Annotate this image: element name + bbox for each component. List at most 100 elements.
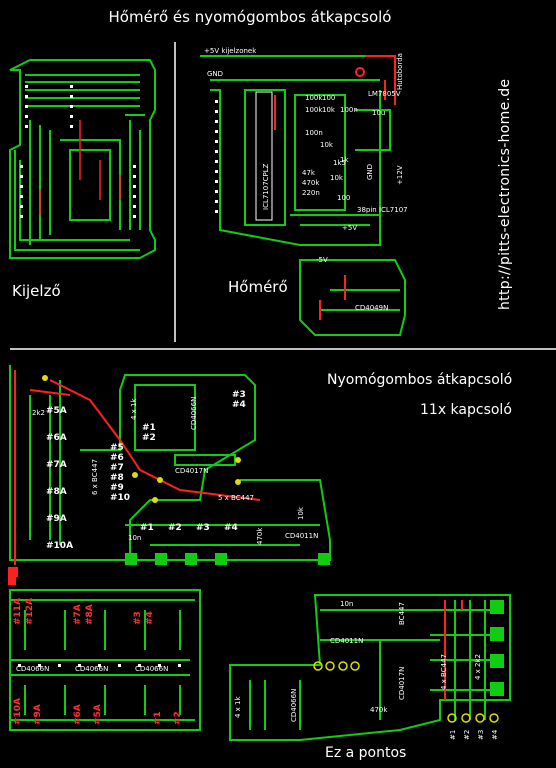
nyomo-red [14,370,261,565]
bc447b-label: 5 x BC447 [218,494,254,502]
pontos-r470k: 470k [370,706,388,714]
lower-chip-2: CD4066N [135,665,168,673]
lower-bot-0: #10A [13,698,23,725]
lower-bot-3: #5A [93,704,103,725]
part-2: 10k [322,106,336,114]
r10k-label: 10k [297,506,305,520]
part-9: 10k [330,174,344,182]
kijelzo-red-jumpers [39,120,121,215]
homero-label: Hőmérő [228,278,288,296]
pontos-key-2: #3 [477,730,485,740]
gnd-label: GND [207,70,223,78]
ch-b-0: #5 [110,443,124,453]
lower-top-4: #3 [133,611,143,625]
key-4-top: #4 [232,400,246,410]
chip-label: ICL7107CPLZ [262,163,270,210]
c10n-label: 10n [128,534,141,542]
nyomo-green-pads [8,553,330,577]
lower-top-1: #12A [25,598,35,625]
gnd2-label: GND [366,164,374,180]
part-8: 220n [302,189,320,197]
kapcsolo-label: 11x kapcsoló [420,402,512,418]
icl7107-chip [255,91,273,221]
nyomo-label: Nyomógombos átkapcsoló [327,372,513,388]
page-title: Hőmérő és nyomógombos átkapcsoló [108,8,392,26]
ch-a-4: #9A [46,514,67,524]
part-6: 47k [302,169,316,177]
pontos-key-0: #1 [449,730,457,740]
lower-bot-4: #1 [153,711,163,725]
key-1-top: #1 [142,423,156,433]
bc447a-label: 6 x BC447 [91,459,99,495]
vcc-label: +5V kijelzonek [204,47,257,55]
pontos-green-pads [490,600,504,696]
key-0: #1 [140,523,154,533]
kijelzo-board [9,59,156,259]
pontos-bc447x4: 4 x BC447 [440,654,448,690]
homero-board [200,55,406,336]
ch-a-3: #8A [46,487,67,497]
cd4017-n-label: CD4017N [175,467,208,475]
lower-bot-5: #2 [173,711,183,725]
pontos-key-3: #4 [491,729,499,740]
icl-small-label: 38pin ICL7107 [357,206,408,214]
cd4049-label: CD4049N [355,304,388,312]
lower-top-5: #4 [145,611,155,625]
reg-label: LM7805V [368,90,401,98]
lower-bot-1: #9A [33,704,43,725]
pontos-cd4011: CD4011N [330,637,363,645]
lower-pads [18,664,181,667]
lower-top-2: #7A [73,604,83,625]
ch-a-0: #5A [46,406,67,416]
r2k2-label: 2k2 [32,409,45,417]
ch-b-3: #8 [110,473,124,483]
ch-b-2: #7 [110,463,124,473]
pontos-bc447: BC447 [398,602,406,625]
part-12: 1k5 [333,159,346,167]
pontos-r4x2k2: 4 x 2k2 [474,654,482,680]
part-14: 100 [337,194,350,202]
homero-pads [215,100,218,213]
part-7: 470k [302,179,320,187]
key-2: #3 [196,523,210,533]
lower-top-3: #8A [85,604,95,625]
ch-a-2: #7A [46,460,67,470]
lower-bot-2: #6A [73,704,83,725]
key-3-top: #3 [232,390,246,400]
part-5: 100n [340,106,358,114]
nyomo-yellow [42,375,241,503]
ch-b-5: #10 [110,493,130,503]
key-2-top: #2 [142,433,156,443]
cd4066-n-label: CD4066N [190,397,198,430]
lower-chip-1: CD4066N [75,665,108,673]
kijelzo-label: Kijelző [12,282,61,300]
pontos-cd4017: CD4017N [398,667,406,700]
key-1: #2 [168,523,182,533]
ch-b-1: #6 [110,453,124,463]
part-13: 10k [320,141,334,149]
part-0: 100k [305,94,323,102]
ch-b-4: #9 [110,483,124,493]
part-10: 1k [340,156,349,164]
r470k-label: 470k [256,527,264,545]
v12-label: +12V [396,165,404,185]
pontos-cd4066: CD4066N [290,689,298,722]
lower-board [9,589,201,731]
kijelzo-pads [20,85,136,218]
lower-chip-0: CD4066N [16,665,49,673]
lower-red [8,575,16,585]
pontos-c10n: 10n [340,600,353,608]
pontos-r4x1k: 4 x 1k [234,696,242,719]
ch-a-5: #10A [46,541,73,551]
part-11: 100n [305,129,323,137]
ch-a-1: #6A [46,433,67,443]
key-3: #4 [224,523,238,533]
homero-red [274,55,396,320]
lower-top-0: #11A [13,598,23,625]
cd4011-n-label: CD4011N [285,532,318,540]
pontos-yellow [313,661,499,723]
part-1: 100k [305,106,323,114]
pontos-key-1: #2 [463,730,471,740]
pontos-red [444,600,463,700]
